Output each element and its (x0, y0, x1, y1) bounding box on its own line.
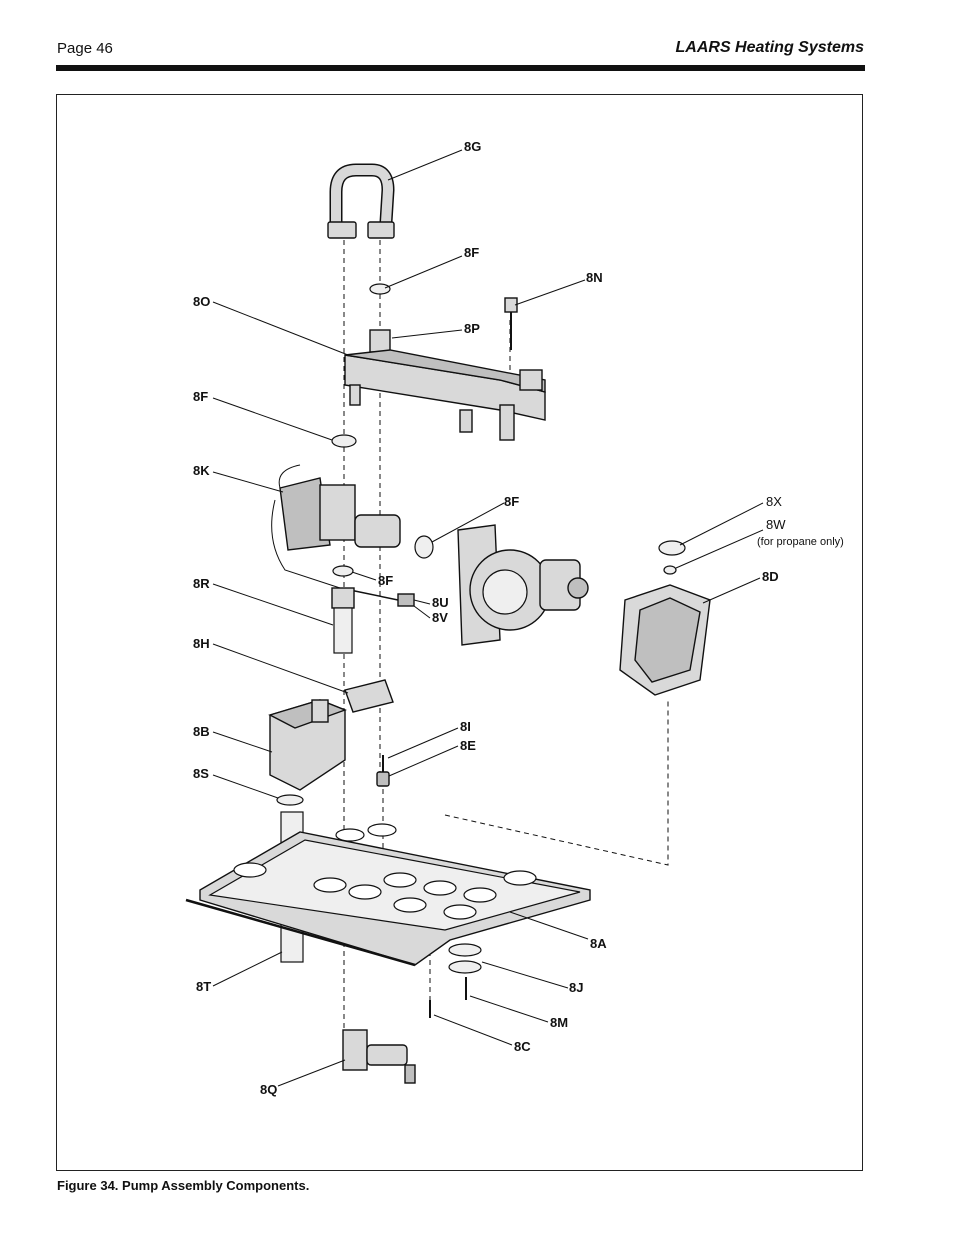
heat-exchanger-8O (344, 349, 546, 441)
label-8N: 8N (586, 270, 603, 285)
label-8P: 8P (464, 321, 480, 336)
brand-title: LAARS Heating Systems (675, 39, 865, 56)
label-8C: 8C (514, 1039, 531, 1054)
label-8X: 8X (766, 494, 782, 509)
fitting-8Q (342, 1029, 416, 1084)
label-8F-top: 8F (464, 245, 479, 260)
label-8I: 8I (460, 719, 471, 734)
base-plate-8A (185, 823, 591, 967)
label-8A: 8A (590, 936, 607, 951)
label-8S: 8S (193, 766, 209, 781)
grommet-8E (376, 755, 390, 787)
label-8D: 8D (762, 569, 779, 584)
hose-8G (327, 163, 395, 239)
figure-frame (56, 94, 863, 1171)
washer-8F-right (414, 535, 434, 559)
label-8B: 8B (193, 724, 210, 739)
label-8F-low: 8F (378, 573, 393, 588)
oring-8S (276, 794, 304, 806)
label-8T: 8T (196, 979, 211, 994)
label-8E: 8E (460, 738, 476, 753)
fitting-8P (369, 329, 391, 353)
label-8V: 8V (432, 610, 448, 625)
bracket-8H (344, 679, 394, 713)
label-8J: 8J (569, 980, 583, 995)
washer-8F-mid (331, 434, 357, 448)
figure-caption: Figure 34. Pump Assembly Components. (57, 1178, 310, 1193)
label-8H: 8H (193, 636, 210, 651)
label-8U: 8U (432, 595, 449, 610)
propane-note: (for propane only) (757, 536, 844, 548)
label-8W: 8W (766, 517, 786, 532)
gaskets-8J (448, 943, 482, 974)
gas-valve-8D (619, 540, 711, 696)
label-8G: 8G (464, 139, 481, 154)
label-8K: 8K (193, 463, 210, 478)
washer-8F-top (369, 283, 391, 295)
pipe-8R (331, 587, 355, 654)
label-8Q: 8Q (260, 1082, 277, 1097)
connector-8U-8V (349, 589, 415, 607)
manifold-8B (268, 699, 347, 791)
label-8R: 8R (193, 576, 210, 591)
valve-8K (271, 464, 401, 589)
page-number: Page 46 (57, 40, 113, 57)
circulator-pump (457, 524, 589, 646)
washer-8F-low (332, 565, 354, 577)
leader-lines (212, 149, 764, 1087)
sensor-8N (504, 297, 518, 350)
header-rule (56, 65, 865, 71)
label-8O: 8O (193, 294, 210, 309)
label-8F-mid: 8F (193, 389, 208, 404)
label-8F-right: 8F (504, 494, 519, 509)
part-labels: 8G 8F 8N 8O 8P 8F 8K 8F 8X 8W (for propa… (193, 139, 844, 1097)
label-8M: 8M (550, 1015, 568, 1030)
